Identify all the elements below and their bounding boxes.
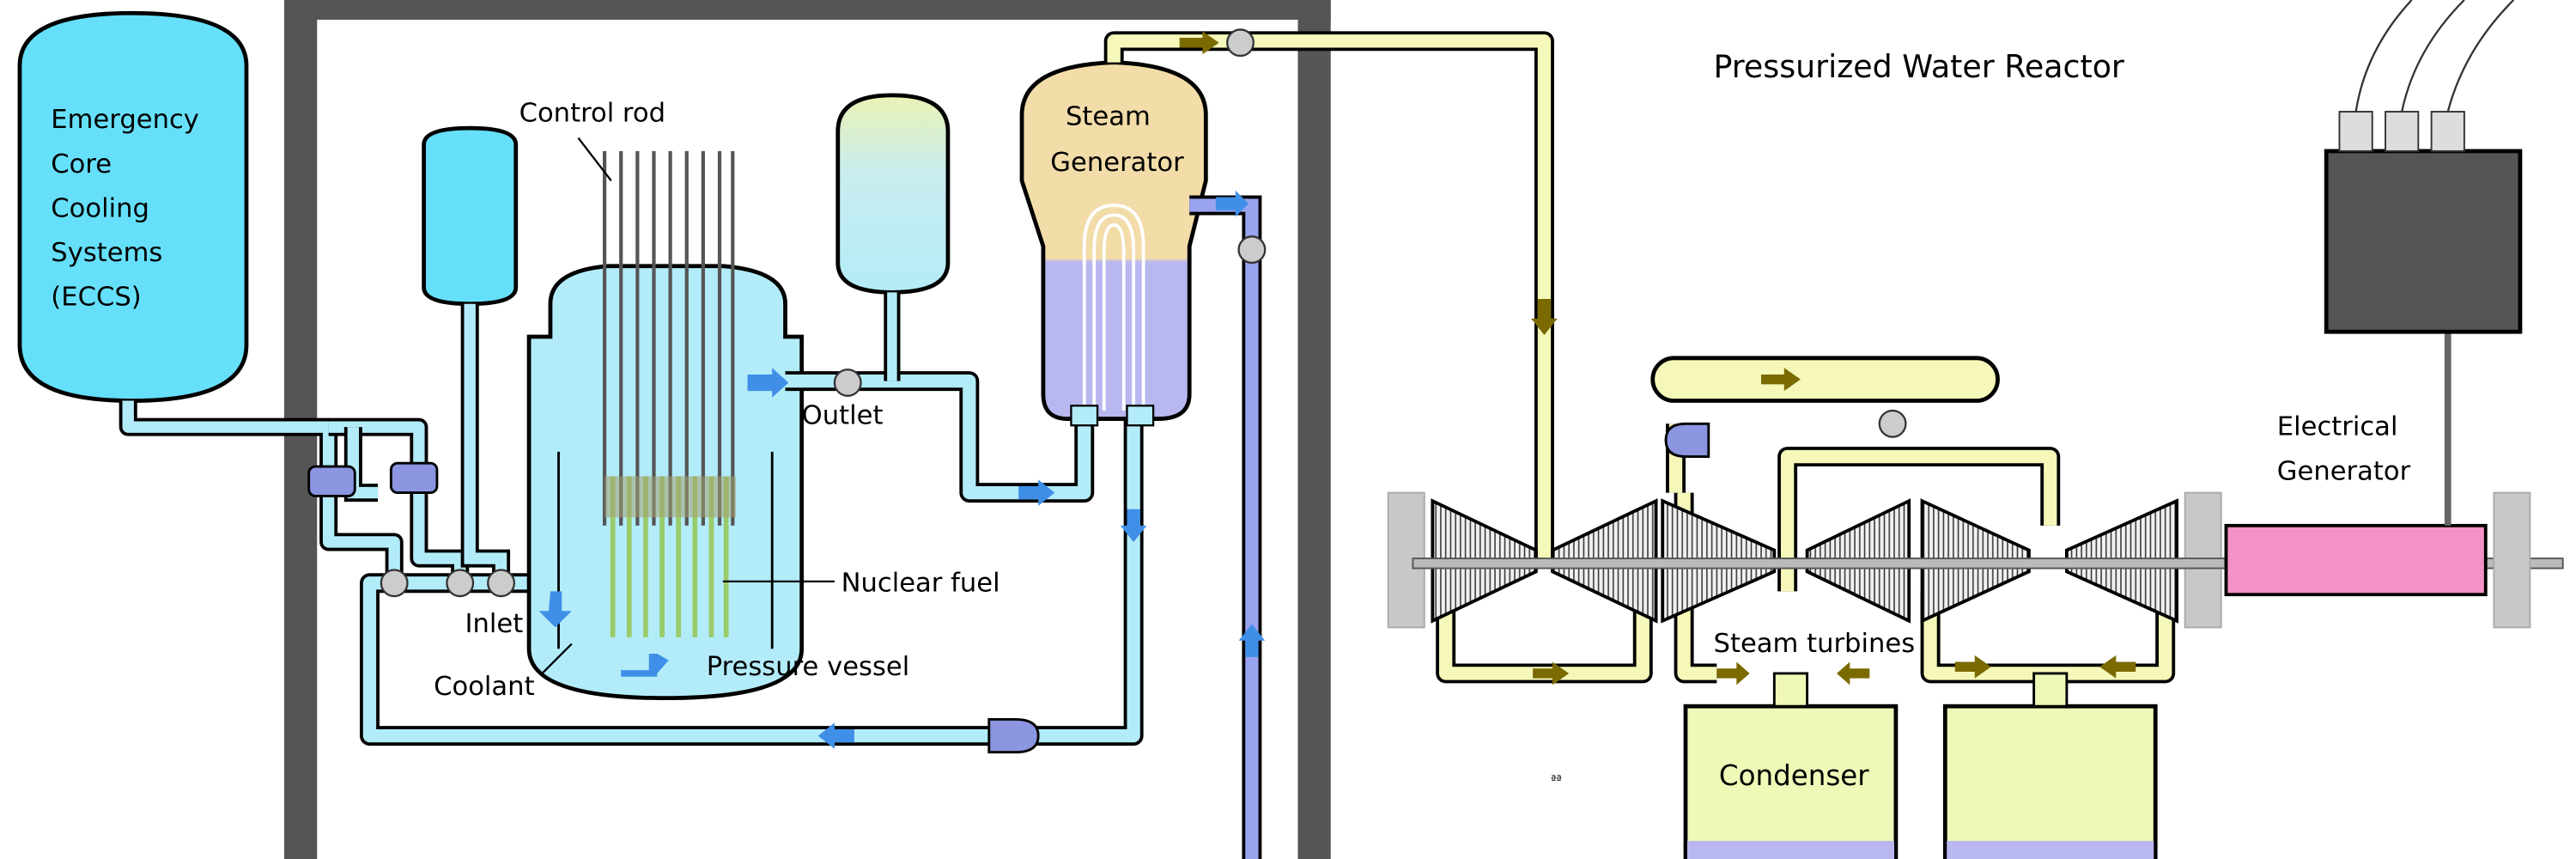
coolant-label: Coolant	[434, 672, 534, 702]
condenser-label: Condenser	[1719, 759, 1869, 792]
steam-generator-label-line-1: Steam	[1066, 101, 1151, 131]
control-rods	[602, 150, 735, 526]
steam-turbines	[1387, 491, 2564, 629]
transformer	[2324, 0, 2523, 334]
electrical-generator-label: Electrical Generator	[2277, 412, 2411, 487]
eccs-label: Emergency Core Cooling Systems (ECCS)	[51, 105, 207, 312]
electrical-generator-label-line-2: Generator	[2277, 456, 2411, 486]
moisture-separator	[1650, 356, 2000, 458]
nuclear-fuel-label: Nuclear fuel	[841, 568, 1000, 598]
steam-turbines-label: Steam turbines	[1714, 629, 1916, 659]
outlet-label: Outlet	[802, 400, 884, 430]
electrical-generator	[2224, 328, 2531, 629]
eccs-label-line-3: Cooling	[51, 193, 149, 223]
steam-generator-label: Steam Generator	[1050, 101, 1184, 178]
eccs-label-line-2: Core	[51, 149, 112, 180]
accumulator-tank	[422, 125, 519, 583]
flow-arrows-olive	[1179, 31, 2136, 685]
flow-arrows-blue	[538, 190, 1266, 749]
feedwater-pipe	[1189, 195, 1262, 859]
eccs-label-line-1: Emergency	[51, 105, 199, 135]
hot-leg-pipe	[785, 371, 1095, 503]
containment-building	[283, 0, 1331, 859]
eccs-tank	[17, 10, 249, 403]
pressure-vessel-label: Pressure vessel	[707, 652, 910, 682]
nuclear-fuel	[605, 476, 737, 637]
valves	[380, 28, 1907, 598]
cold-leg-pipe	[360, 411, 1144, 746]
condenser-1	[1683, 672, 1899, 859]
inlet-label: Inlet	[465, 609, 523, 639]
eccs-label-line-5: (ECCS)	[51, 283, 141, 313]
small-mark: ªª	[1551, 774, 1562, 787]
condenser-2	[1942, 672, 2158, 859]
eccs-pump-2	[389, 461, 439, 495]
pressurizer	[835, 93, 951, 381]
coolant-pump	[987, 718, 1040, 754]
electrical-generator-label-line-1: Electrical	[2277, 412, 2398, 442]
control-rod-label: Control rod	[519, 99, 665, 129]
steam-generator-label-line-2: Generator	[1050, 148, 1184, 178]
steam-generator	[1019, 60, 1208, 427]
diagram-title: Pressurized Water Reactor	[1714, 48, 2124, 85]
eccs-label-line-4: Systems	[51, 238, 162, 268]
leader-lines	[541, 137, 835, 674]
eccs-pump-1	[307, 465, 356, 497]
